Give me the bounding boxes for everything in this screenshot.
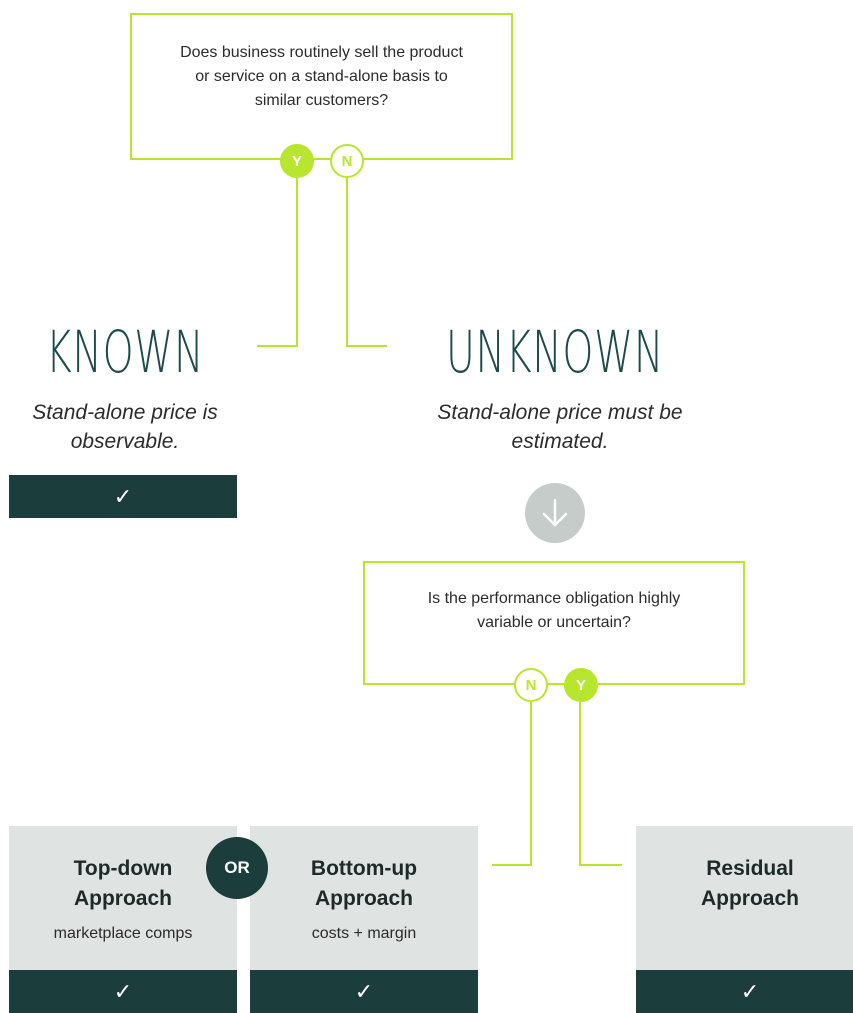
unknown-title: UNKNOWN	[445, 318, 665, 386]
known-title: KNOWN	[45, 318, 205, 386]
question-2-box: Is the performance obligation highly var…	[363, 561, 745, 685]
known-description: Stand-alone price is observable.	[32, 401, 218, 454]
check-icon: ✓	[354, 978, 374, 1004]
topdown-approach-card: Top-down Approach marketplace comps ✓	[9, 826, 237, 1013]
unknown-description: Stand-alone price must be estimated.	[437, 401, 683, 454]
bottomup-subtitle: costs + margin	[311, 924, 417, 942]
question-1-box: Does business routinely sell the product…	[130, 13, 513, 160]
bottomup-title-text: Bottom-up Approach	[310, 857, 418, 911]
bottomup-title: Bottom-up Approach	[250, 826, 478, 915]
or-badge: OR	[206, 837, 268, 899]
residual-title: Residual Approach	[636, 826, 853, 915]
question-1-text: Does business routinely sell the product…	[180, 43, 463, 109]
q1-yes-badge: Y	[280, 144, 314, 178]
arrow-down-icon	[525, 483, 585, 543]
residual-approach-card: Residual Approach ✓	[636, 826, 853, 1013]
residual-title-text: Residual Approach	[700, 857, 799, 911]
topdown-check-bar: ✓	[9, 970, 237, 1013]
connector-yes-known	[257, 177, 298, 347]
bottomup-check-bar: ✓	[250, 970, 478, 1013]
check-icon: ✓	[740, 978, 760, 1004]
known-check-bar: ✓	[9, 475, 237, 518]
topdown-title-text: Top-down Approach	[73, 857, 173, 911]
q1-no-badge: N	[330, 144, 364, 178]
bottomup-approach-card: Bottom-up Approach costs + margin ✓	[250, 826, 478, 1013]
connector-yes-residual	[579, 702, 622, 866]
check-icon: ✓	[113, 978, 133, 1004]
q2-yes-badge: Y	[564, 668, 598, 702]
residual-check-bar: ✓	[636, 970, 853, 1013]
connector-no-estimates	[492, 702, 532, 866]
q2-no-badge: N	[514, 668, 548, 702]
connector-no-unknown	[346, 177, 387, 347]
topdown-subtitle: marketplace comps	[53, 924, 193, 942]
check-icon: ✓	[113, 483, 133, 509]
question-2-text: Is the performance obligation highly var…	[427, 589, 681, 631]
topdown-title: Top-down Approach	[9, 826, 237, 915]
